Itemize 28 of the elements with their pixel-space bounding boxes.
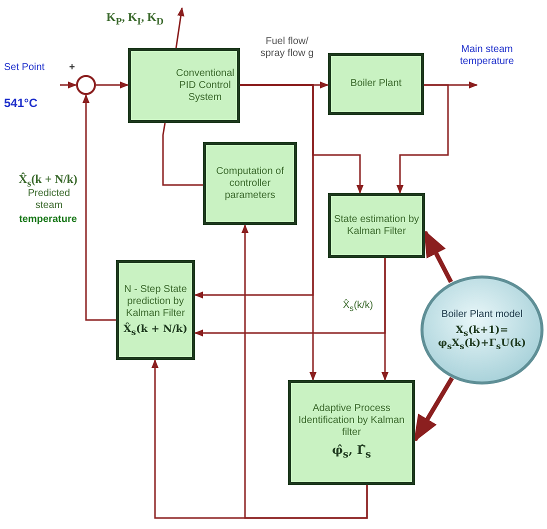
box-title: Boiler Plant [350, 78, 402, 90]
connector-arrow [413, 376, 454, 442]
connector-arrow [82, 94, 116, 321]
connector-arrow [423, 230, 453, 284]
connector-arrow [60, 81, 77, 89]
connector-arrow [241, 224, 368, 519]
signal-label: X̂$_{s}$(k + N/k) [18, 172, 78, 190]
connector-arrow [381, 258, 389, 381]
box-title: N - Step State prediction by Kalman Filter [123, 284, 188, 320]
box-title: Boiler Plant model [441, 309, 523, 322]
connector-arrow [96, 81, 129, 89]
formula: φ̂$_{s}$, Γ̂$_{s}$ [332, 443, 371, 462]
formula: X$_{s}$(k+1)= φ$_{s}$X$_{s}$(k)+Γ$_{s}$U(k) [437, 325, 527, 351]
connector-arrow [240, 84, 317, 381]
signal-label: Main steam temperature [459, 44, 515, 68]
sign-label: + [68, 62, 76, 74]
signal-label: K$_{P}$, K$_{I}$, K$_{D}$ [105, 10, 165, 28]
box-title: Adaptive Process Identification by Kalman filter [297, 403, 406, 440]
formula: X̂$_{s}$(k + N/k) [124, 324, 188, 336]
signal-label: temperature [18, 214, 78, 226]
box-title: Computation of controller parameters [215, 166, 285, 202]
signal-label: 541°C [4, 96, 38, 110]
signal-label: Set Point [4, 62, 45, 74]
signal-label: Predicted steam [26, 188, 72, 212]
connector-arrow [396, 84, 449, 194]
box-title: Conventional PID Control System [176, 68, 234, 104]
summing-junction [76, 75, 96, 95]
box-title: State estimation by Kalman Filter [332, 214, 420, 238]
